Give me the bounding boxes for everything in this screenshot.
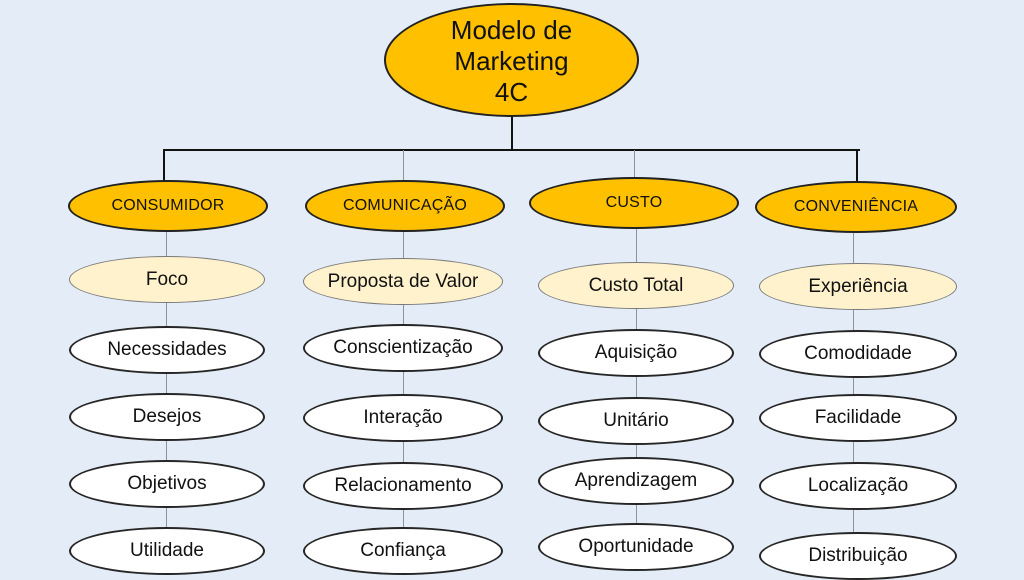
branch-bar-line (163, 149, 860, 151)
item-node-custo-4: Oportunidade (538, 523, 734, 571)
item-node-conveniencia-4: Distribuição (759, 532, 957, 580)
root-node: Modelo de Marketing 4C (384, 3, 639, 117)
root-stem-line (511, 112, 513, 150)
branch-drop-comunicacao (403, 150, 404, 186)
root-label: Modelo de Marketing 4C (451, 15, 572, 108)
root-label-line-2: Marketing (454, 45, 569, 76)
item-node-custo-2: Unitário (538, 397, 734, 445)
item-node-conveniencia-1: Comodidade (759, 330, 957, 378)
branch-drop-consumidor (163, 149, 165, 189)
category-comunicacao: COMUNICAÇÃO (305, 180, 505, 232)
item-node-comunicacao-4: Confiança (303, 527, 503, 575)
item-node-consumidor-2: Desejos (69, 393, 265, 441)
item-node-custo-3: Aprendizagem (538, 457, 734, 505)
category-consumidor: CONSUMIDOR (68, 180, 268, 232)
item-node-conveniencia-2: Facilidade (759, 394, 957, 442)
category-custo: CUSTO (529, 177, 739, 229)
branch-drop-conveniencia (856, 149, 858, 191)
focus-node-custo: Custo Total (538, 262, 734, 309)
item-node-custo-1: Aquisição (538, 329, 734, 377)
focus-node-consumidor: Foco (69, 256, 265, 303)
root-label-line-3: 4C (494, 76, 529, 107)
item-node-comunicacao-1: Conscientização (303, 324, 503, 372)
marketing-4c-diagram: Modelo de Marketing 4C CONSUMIDOR Foco N… (68, 3, 957, 580)
focus-node-comunicacao: Proposta de Valor (303, 258, 503, 305)
item-node-consumidor-1: Necessidades (69, 326, 265, 374)
item-node-comunicacao-3: Relacionamento (303, 462, 503, 510)
root-label-line-1: Modelo de (450, 14, 573, 45)
focus-node-conveniencia: Experiência (759, 263, 957, 310)
item-node-comunicacao-2: Interação (303, 394, 503, 442)
item-node-conveniencia-3: Localização (759, 462, 957, 510)
branch-drop-custo (634, 150, 635, 180)
category-conveniencia: CONVENIÊNCIA (755, 181, 957, 233)
item-node-consumidor-3: Objetivos (69, 460, 265, 508)
